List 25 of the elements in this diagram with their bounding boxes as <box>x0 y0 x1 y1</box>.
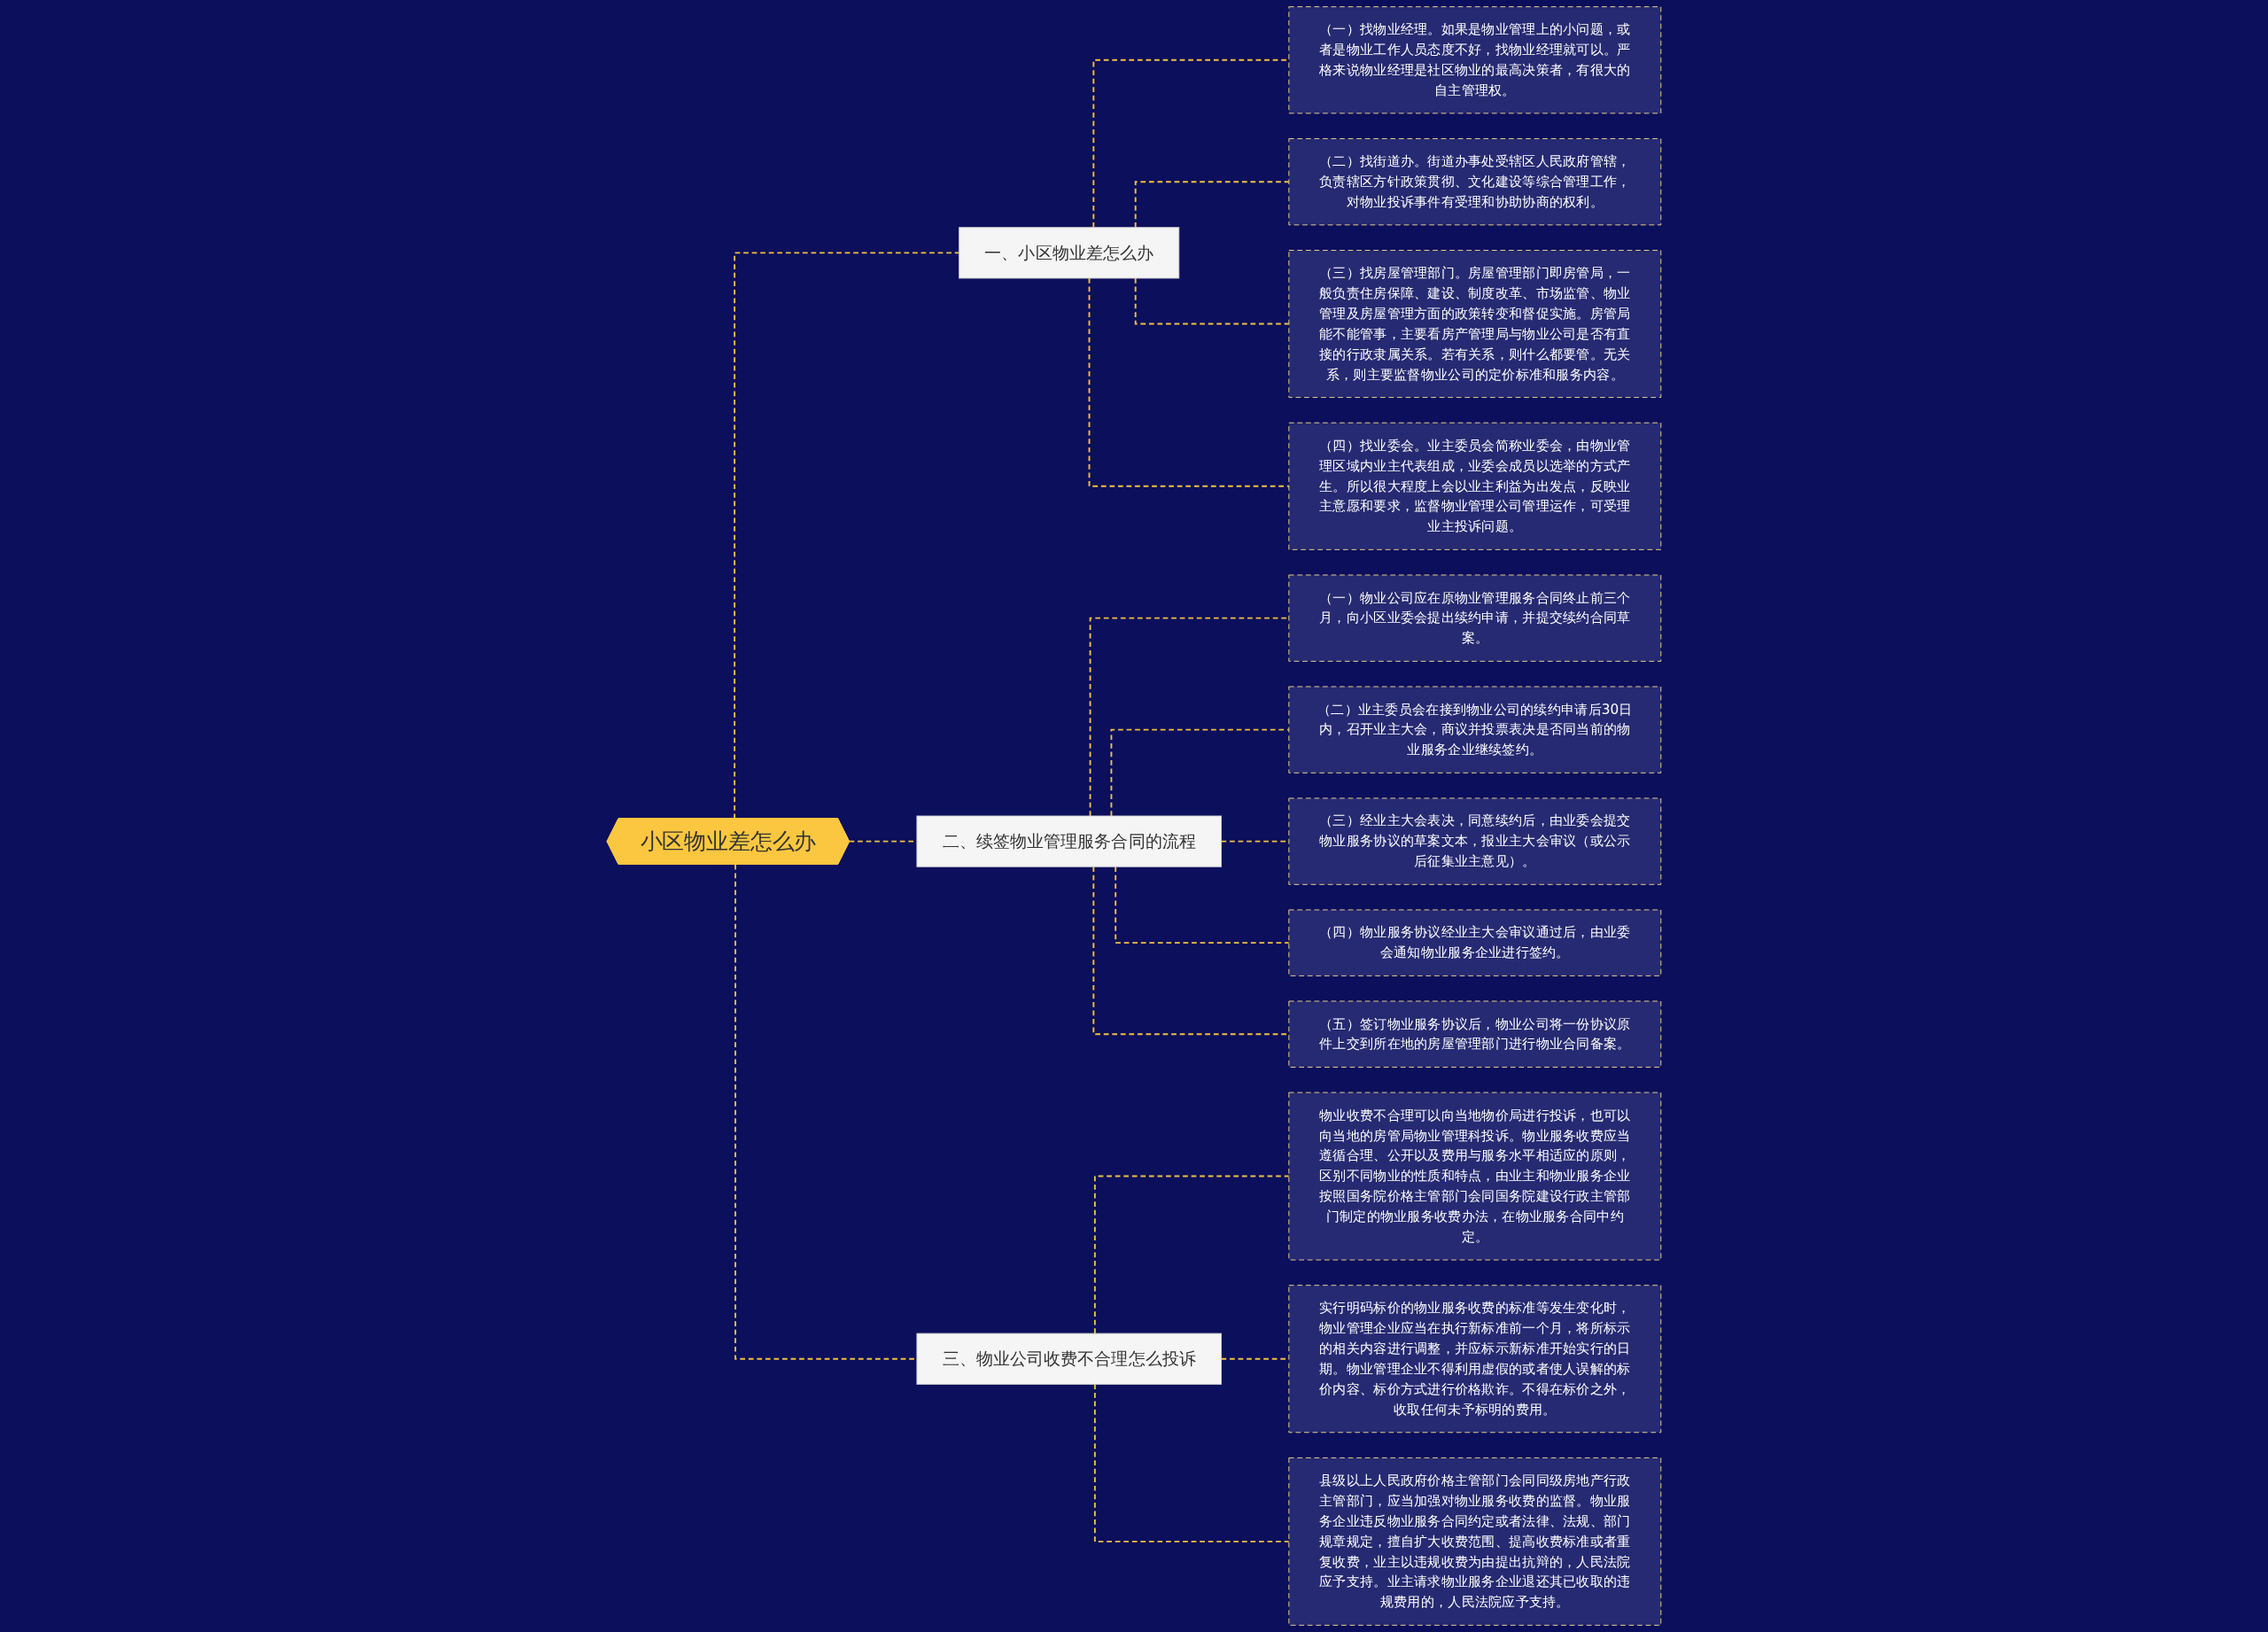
node-box: （四）找业委会。业主委员会简称业委会，由物业管理区域内业主代表组成，业委会成员以选举的方式产生。所以很大程度上会以业主利益为出发点，反映业主意愿和要求，监督物业管理公司管理运作，可受理业主投诉问题。 <box>1288 422 1662 550</box>
connector <box>1110 728 1290 817</box>
node-box: （四）物业服务协议经业主大会审议通过后，由业委会通知物业服务企业进行签约。 <box>1288 909 1662 976</box>
node-box: 实行明码标价的物业服务收费的标准等发生变化时，物业管理企业应当在执行新标准前一个月，将所标示的相关内容进行调整，并应标示新标准开始实行的日期。物业管理企业不得利用虚假的或者使人误解的标价内容、标价方式进行价格欺诈。不得在标价之外，收取任何未予标明的费用。 <box>1288 1285 1662 1434</box>
connector <box>1089 617 1290 817</box>
node-box: （二）找街道办。街道办事处受辖区人民政府管辖，负责辖区方针政策贯彻、文化建设等综合管理工作，对物业投诉事件有受理和协助协商的权利。 <box>1288 138 1662 226</box>
connector <box>1093 1383 1290 1543</box>
node-box: （一）找物业经理。如果是物业管理上的小问题，或者是物业工作人员态度不好，找物业经理就可以。严格来说物业经理是社区物业的最高决策者，有很大的自主管理权。 <box>1288 6 1662 114</box>
connector <box>1115 866 1290 944</box>
node-box: （五）签订物业服务协议后，物业公司将一份协议原件上交到所在地的房屋管理部门进行物业合同备案。 <box>1288 1000 1662 1068</box>
connector <box>1093 1175 1290 1335</box>
node-box: （三）经业主大会表决，同意续约后，由业委会提交物业服务协议的草案文本，报业主大会审议（或公示后征集业主意见）。 <box>1288 797 1662 885</box>
node-box: 县级以上人民政府价格主管部门会同同级房地产行政主管部门，应当加强对物业服务收费的监督。物业服务企业违反物业服务合同约定或者法律、法规、部门规章规定，擅自扩大收费范围、提高收费标准或者重复收费，业主以违规收费为由提出抗辩的，人民法院应予支持。业主请求物业服务企业退还其已收取的违规费用的，人民法院应予支持。 <box>1288 1457 1662 1626</box>
node-box: （二）业主委员会在接到物业公司的续约申请后30日内，召开业主大会，商议并投票表决是否同当前的物业服务企业继续签约。 <box>1288 686 1662 773</box>
connector <box>1092 866 1290 1036</box>
connector <box>1092 58 1290 229</box>
node-box: 物业收费不合理可以向当地物价局进行投诉，也可以向当地的房管局物业管理科投诉。物业服务收费应当遵循合理、公开以及费用与服务水平相适应的原则，区别不同物业的性质和特点，由业主和物业服务企业按照国务院价格主管部门会同国务院建设行政主管部门制定的物业服务收费办法，在物业服务合同中约定。 <box>1288 1092 1662 1261</box>
node-box: 二、续签物业管理服务合同的流程 <box>916 815 1222 867</box>
node-box: 一、小区物业差怎么办 <box>959 227 1180 279</box>
connector <box>1134 277 1290 325</box>
node-box: （三）找房屋管理部门。房屋管理部门即房管局，一般负责住房保障、建设、制度改革、市场监管、物业管理及房屋管理方面的政策转变和督促实施。房管局能不能管事，主要看房产管理局与物业公司是否有直接的行政隶属关系。若有关系，则什么都要管。无关系，则主要监督物业公司的定价标准和服务内容。 <box>1288 250 1662 399</box>
node-box: 三、物业公司收费不合理怎么投诉 <box>916 1333 1222 1385</box>
node-box: （一）物业公司应在原物业管理服务合同终止前三个月，向小区业委会提出续约申请，并提交续约合同草案。 <box>1288 574 1662 662</box>
connector <box>1088 277 1290 487</box>
connector <box>1134 181 1290 229</box>
